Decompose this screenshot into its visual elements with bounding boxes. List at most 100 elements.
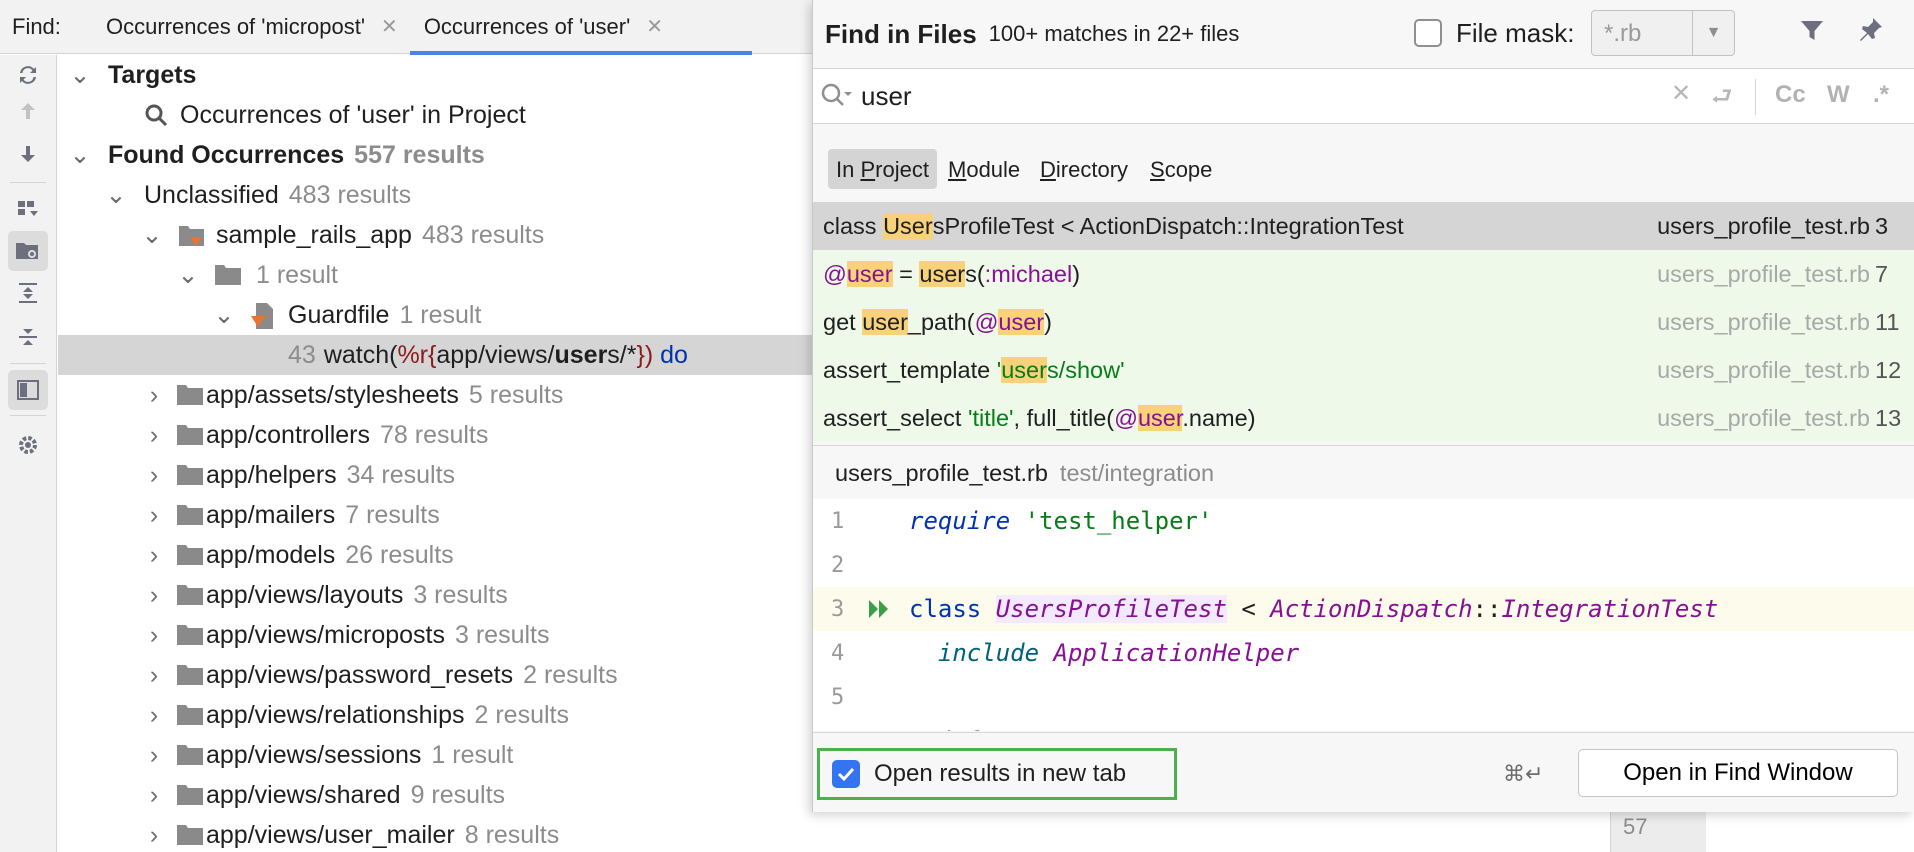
- chevron-down-icon[interactable]: ⌄: [69, 61, 91, 89]
- open-in-new-tab-option[interactable]: Open results in new tab: [817, 748, 1177, 800]
- scope-module[interactable]: Module: [948, 157, 1021, 182]
- open-in-new-tab-checkbox[interactable]: [832, 760, 860, 788]
- chevron-right-icon[interactable]: ›: [149, 660, 159, 689]
- shortcut-hint: ⌘↵: [1503, 761, 1544, 786]
- preview-icon[interactable]: [8, 370, 48, 410]
- scope-directory[interactable]: Directory: [1040, 157, 1129, 182]
- popup-header[interactable]: Find in Files 100+ matches in 22+ files: [813, 0, 1914, 68]
- chevron-right-icon[interactable]: ›: [149, 820, 159, 849]
- result-row[interactable]: assert_template 'users/show' users_profi…: [813, 346, 1914, 394]
- search-history-icon[interactable]: [819, 81, 855, 116]
- chevron-right-icon[interactable]: ›: [149, 580, 159, 609]
- chevron-down-icon[interactable]: ⌄: [69, 141, 91, 169]
- chevron-right-icon[interactable]: ›: [149, 700, 159, 729]
- project-label: sample_rails_app: [216, 220, 412, 249]
- chevron-down-icon[interactable]: ⌄: [213, 301, 235, 329]
- next-occurrence-icon[interactable]: [8, 134, 48, 174]
- folder-icon: [214, 263, 242, 287]
- settings-icon[interactable]: [8, 425, 48, 465]
- folder-icon: [176, 743, 204, 767]
- found-count: 557 results: [354, 140, 485, 169]
- chevron-down-icon[interactable]: ⌄: [141, 221, 163, 249]
- folder-label: app/mailers: [206, 500, 336, 529]
- results-list: class UsersProfileTest < ActionDispatch:…: [813, 202, 1914, 446]
- scope-in-project[interactable]: In Project: [828, 149, 937, 189]
- file-mask-combo[interactable]: *.rb ▼: [1591, 10, 1735, 56]
- previous-occurrence-icon[interactable]: [8, 91, 48, 131]
- chevron-down-icon[interactable]: ▼: [1692, 11, 1734, 55]
- code-line: 6 def setup: [813, 719, 1914, 731]
- tab-occurrences-user[interactable]: Occurrences of 'user' ✕: [409, 0, 752, 55]
- words-icon[interactable]: W: [1827, 81, 1850, 108]
- tab-occurrences-micropost[interactable]: Occurrences of 'micropost' ✕: [92, 0, 410, 54]
- chevron-right-icon[interactable]: ›: [149, 420, 159, 449]
- rerun-icon[interactable]: [8, 55, 48, 95]
- open-in-find-window-button[interactable]: Open in Find Window: [1578, 749, 1898, 797]
- result-row[interactable]: get user_path(@user) users_profile_test.…: [813, 298, 1914, 346]
- folder-label: app/models: [206, 540, 336, 569]
- target-item[interactable]: Occurrences of 'user' in Project: [58, 95, 818, 135]
- folder-count: 2 results: [474, 700, 569, 729]
- scope-custom[interactable]: Scope: [1150, 157, 1213, 182]
- folder-label: app/views/password_resets: [206, 660, 514, 689]
- folder-count: 3 results: [413, 580, 508, 609]
- collapse-all-icon[interactable]: [8, 317, 48, 357]
- chevron-right-icon[interactable]: ›: [149, 540, 159, 569]
- result-file: users_profile_test.rb: [1657, 260, 1870, 287]
- expand-all-icon[interactable]: [8, 273, 48, 313]
- regex-icon[interactable]: .*: [1873, 81, 1890, 108]
- search-input[interactable]: [861, 76, 1461, 116]
- override-icon[interactable]: [867, 729, 893, 731]
- chevron-right-icon[interactable]: ›: [149, 620, 159, 649]
- result-row[interactable]: @user = users(:michael) users_profile_te…: [813, 250, 1914, 298]
- folder-icon: [176, 783, 204, 807]
- group-by-directory-icon[interactable]: [8, 231, 48, 271]
- popup-footer: Open results in new tab ⌘↵ Open in Find …: [813, 732, 1914, 812]
- match-case-icon[interactable]: Cc: [1775, 81, 1806, 108]
- chevron-right-icon[interactable]: ›: [149, 500, 159, 529]
- result-row[interactable]: class UsersProfileTest < ActionDispatch:…: [813, 202, 1914, 250]
- targets-node[interactable]: ⌄ Targets: [58, 55, 818, 95]
- result-line: 11: [1875, 308, 1900, 335]
- match-highlight: user: [554, 340, 608, 369]
- chevron-right-icon[interactable]: ›: [149, 460, 159, 489]
- folder-count: 9 results: [410, 780, 506, 809]
- folder-row[interactable]: › app/views/layouts 3 results: [58, 575, 818, 615]
- code-preview[interactable]: 1 require 'test_helper' 2 3 class UsersP…: [813, 499, 1914, 731]
- group-by-icon[interactable]: [8, 189, 48, 229]
- pin-icon[interactable]: [1856, 16, 1884, 49]
- close-icon[interactable]: ✕: [646, 16, 664, 38]
- chevron-down-icon[interactable]: ⌄: [177, 261, 199, 289]
- file-mask-checkbox[interactable]: [1414, 19, 1442, 47]
- chevron-right-icon[interactable]: ›: [149, 780, 159, 809]
- chevron-down-icon[interactable]: ⌄: [105, 181, 127, 209]
- search-icon: [144, 103, 168, 127]
- filter-icon[interactable]: [1799, 18, 1825, 49]
- run-test-icon[interactable]: [867, 597, 893, 627]
- new-line-icon[interactable]: ⮐: [1711, 83, 1733, 110]
- result-row[interactable]: assert_select 'title', full_title(@user.…: [813, 394, 1914, 442]
- chevron-right-icon[interactable]: ›: [149, 740, 159, 769]
- folder-icon: [176, 383, 204, 407]
- chevron-right-icon[interactable]: ›: [149, 380, 159, 409]
- clear-icon[interactable]: ✕: [1671, 80, 1692, 107]
- root-directory-node[interactable]: ⌄ 1 result: [58, 255, 818, 295]
- folder-label: app/views/layouts: [206, 580, 404, 609]
- close-icon[interactable]: ✕: [381, 16, 398, 38]
